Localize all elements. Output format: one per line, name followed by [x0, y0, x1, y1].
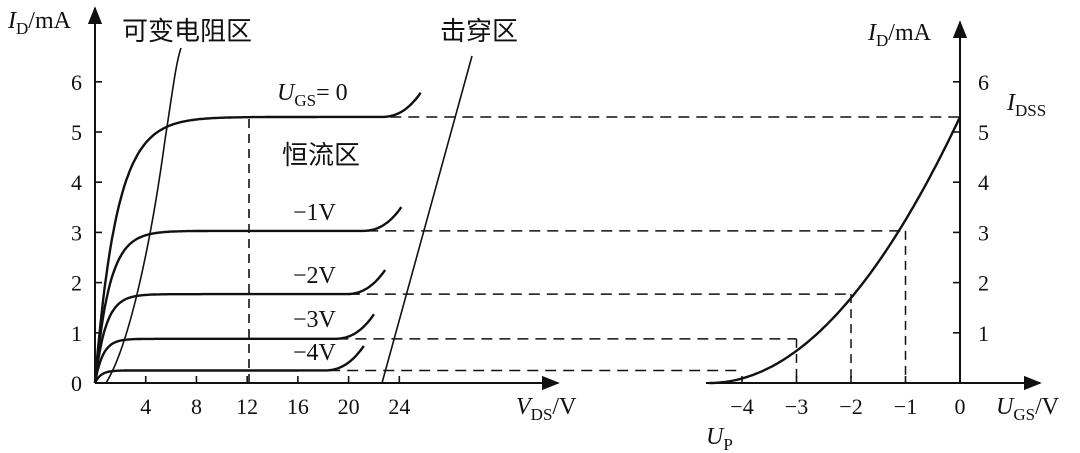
transfer-x-tick-label: −2	[839, 394, 862, 419]
output-curve-3	[93, 313, 375, 384]
connector-dashes	[329, 116, 960, 372]
output-y-tick-label: 2	[71, 271, 82, 296]
transfer-x-tick-label: −3	[785, 394, 808, 419]
output-curve-0	[93, 92, 422, 384]
transfer-x-ticks: −4 −3 −2 −1 0	[730, 376, 966, 419]
output-y-tick-label: 0	[71, 371, 82, 396]
output-y-ticks: 0 1 2 3 4 5 6	[71, 70, 102, 396]
output-y-tick-label: 1	[71, 321, 82, 346]
transfer-chart: −4 −3 −2 −1 0 1 2 3 4 5 6 ID/mA UGS/V IDSS UP	[706, 20, 1060, 453]
output-x-tick-label: 12	[236, 394, 258, 419]
transfer-y-tick-label: 2	[978, 271, 989, 296]
output-y-tick-label: 3	[71, 220, 82, 245]
breakdown-region-label: 击穿区	[440, 17, 518, 47]
output-y-tick-label: 4	[71, 170, 82, 195]
output-x-tick-label: 24	[388, 394, 410, 419]
transfer-x-tick-label: 0	[955, 394, 966, 419]
saturation-region-label: 恒流区	[282, 141, 360, 171]
idss-label: IDSS	[1006, 90, 1046, 120]
output-x-tick-label: 8	[191, 394, 202, 419]
output-xlabel: VDS/V	[516, 394, 577, 424]
transfer-y-tick-label: 1	[978, 321, 989, 346]
transfer-y-tick-label: 6	[978, 70, 989, 95]
transfer-x-tick-label: −1	[894, 394, 917, 419]
transfer-curve	[709, 116, 962, 385]
output-curve-4	[93, 345, 365, 384]
output-y-tick-label: 5	[71, 120, 82, 145]
output-curves	[93, 92, 422, 384]
output-x-tick-label: 20	[338, 394, 360, 419]
up-label: UP	[706, 424, 733, 453]
series-label-minus-1v: −1V	[293, 200, 337, 226]
output-x-tick-label: 4	[140, 394, 151, 419]
ohmic-region-label: 可变电阻区	[122, 17, 252, 47]
output-curve-2	[93, 269, 387, 384]
output-ylabel: ID/mA	[7, 8, 72, 38]
output-x-ticks: 4 8 12 16 20 24	[140, 376, 410, 419]
breakdown-boundary-line	[381, 55, 473, 384]
transfer-y-tick-label: 4	[978, 170, 989, 195]
series-label-ugs-0: UGS= 0	[277, 80, 348, 110]
transfer-dashes	[795, 230, 907, 383]
transfer-x-tick-label: −4	[730, 394, 753, 419]
transfer-xlabel: UGS/V	[996, 394, 1060, 424]
output-y-tick-label: 6	[71, 70, 82, 95]
transfer-y-ticks: 1 2 3 4 5 6	[953, 70, 989, 346]
ohmic-boundary-line	[105, 47, 182, 384]
series-label-minus-3v: −3V	[293, 307, 337, 333]
series-label-minus-4v: −4V	[293, 340, 337, 366]
transfer-y-tick-label: 3	[978, 220, 989, 245]
transfer-ylabel: ID/mA	[867, 20, 932, 50]
output-x-tick-label: 16	[287, 394, 309, 419]
output-region-boundaries	[105, 47, 473, 384]
transfer-y-tick-label: 5	[978, 120, 989, 145]
series-label-minus-2v: −2V	[293, 263, 337, 289]
